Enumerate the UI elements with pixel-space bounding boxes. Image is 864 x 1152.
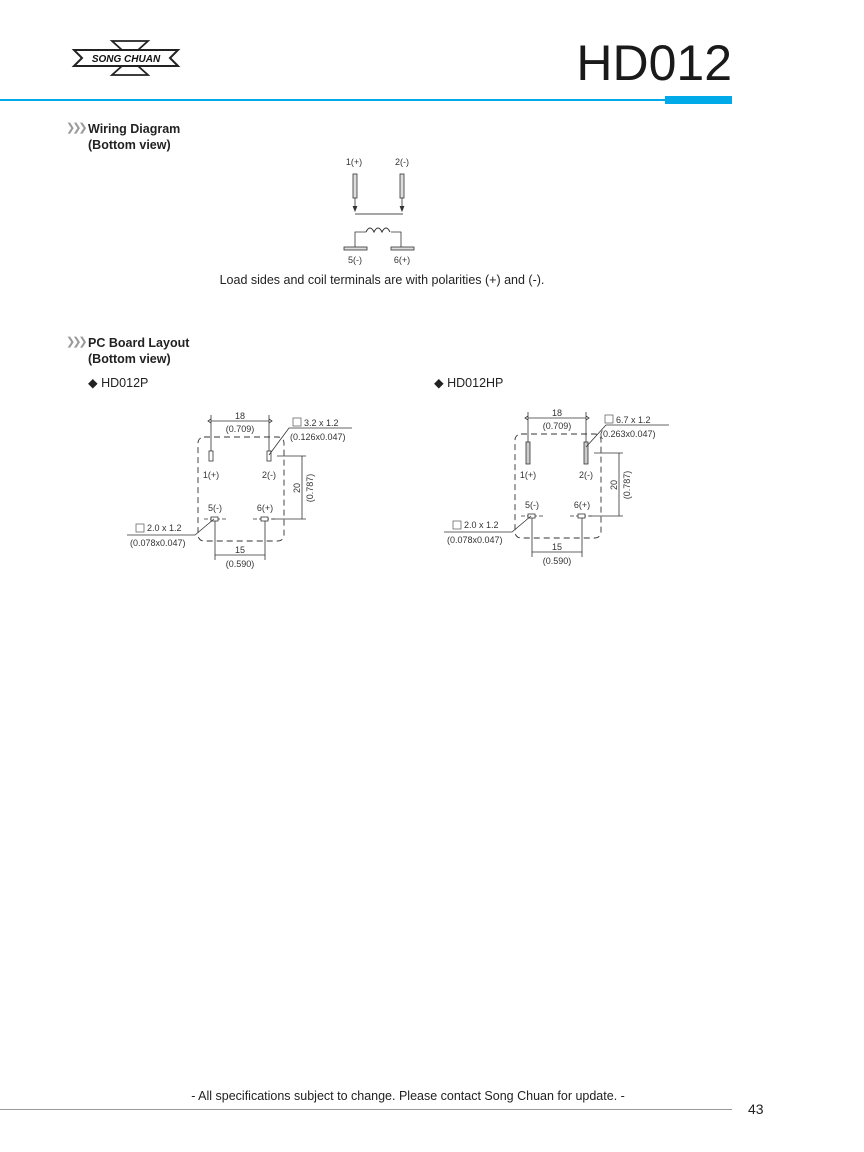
footer-note: - All specifications subject to change. … (191, 1089, 625, 1103)
model-label-hd012hp: ◆ HD012HP (434, 376, 504, 390)
wiring-diagram: 1(+) 2(-) 5(-) 6(+) (343, 157, 415, 265)
dimension-label: (0.078x0.047) (447, 535, 503, 545)
pin-6-label: 6(+) (394, 255, 410, 265)
pcb-layout-hd012hp: 18 (0.709) 1(+) 2(-) 20 (0.787) 5(-) 6(+… (444, 408, 669, 566)
song-chuan-logo: SONG CHUAN (71, 40, 181, 76)
pcb-heading: PC Board Layout (88, 336, 190, 350)
dimension-label: SONG CHUAN (92, 54, 161, 65)
page-title: HD012 (576, 35, 732, 91)
model-label-hd012p: ◆ HD012P (88, 376, 149, 390)
pin-5-label: 5(-) (348, 255, 362, 265)
dimension-label: (0.126x0.047) (290, 432, 346, 442)
dimension-label: (0.709) (543, 421, 572, 431)
page-number: 43 (748, 1101, 764, 1117)
dimension-label: 15 (235, 545, 245, 555)
wiring-subheading: (Bottom view) (88, 138, 171, 152)
dimension-label: 18 (235, 411, 245, 421)
dimension-label: 15 (552, 542, 562, 552)
dimension-label: 20 (609, 480, 619, 490)
dimension-label: 6.7 x 1.2 (616, 415, 651, 425)
diamond-icon: ◆ (88, 376, 98, 390)
header-accent-bar (665, 96, 732, 104)
dimension-label: 6(+) (257, 503, 273, 513)
pcb-layout-drawings: .ln{stroke:#333;stroke-width:0.8;fill:no… (127, 408, 669, 569)
dimension-label: (0.590) (226, 559, 255, 569)
dimension-label: 2(-) (579, 470, 593, 480)
dimension-label: (0.787) (305, 474, 315, 503)
dimension-label: 2(-) (262, 470, 276, 480)
pcb-layout-hd012p: 18 (0.709) 1(+) 2(-) 20 (0.787) 5(-) 6(+… (127, 411, 352, 569)
header-divider (0, 99, 732, 101)
dimension-label: (0.709) (226, 424, 255, 434)
dimension-label: 3.2 x 1.2 (304, 418, 339, 428)
dimension-label: 1(+) (520, 470, 536, 480)
footer-divider (0, 1109, 732, 1110)
dimension-label: (0.078x0.047) (130, 538, 186, 548)
dimension-label: (0.787) (622, 471, 632, 500)
dimension-label: (0.590) (543, 556, 572, 566)
dimension-label: 2.0 x 1.2 (147, 523, 182, 533)
polarity-note: Load sides and coil terminals are with p… (219, 273, 545, 287)
dimension-label: 5(-) (208, 503, 222, 513)
pin-1-label: 1(+) (346, 157, 362, 167)
dimension-label: 20 (292, 483, 302, 493)
pcb-subheading: (Bottom view) (88, 352, 171, 366)
wiring-heading: Wiring Diagram (88, 122, 181, 136)
dimension-label: 2.0 x 1.2 (464, 520, 499, 530)
wiring-section-heading: Wiring Diagram (Bottom view) (88, 121, 180, 153)
pin-2-label: 2(-) (395, 157, 409, 167)
pcb-section-heading: PC Board Layout (Bottom view) (88, 335, 189, 367)
diamond-icon: ◆ (434, 376, 444, 390)
dimension-label: 6(+) (574, 500, 590, 510)
dimension-label: (0.263x0.047) (600, 429, 656, 439)
dimension-label: 1(+) (203, 470, 219, 480)
dimension-label: 18 (552, 408, 562, 418)
dimension-label: 5(-) (525, 500, 539, 510)
